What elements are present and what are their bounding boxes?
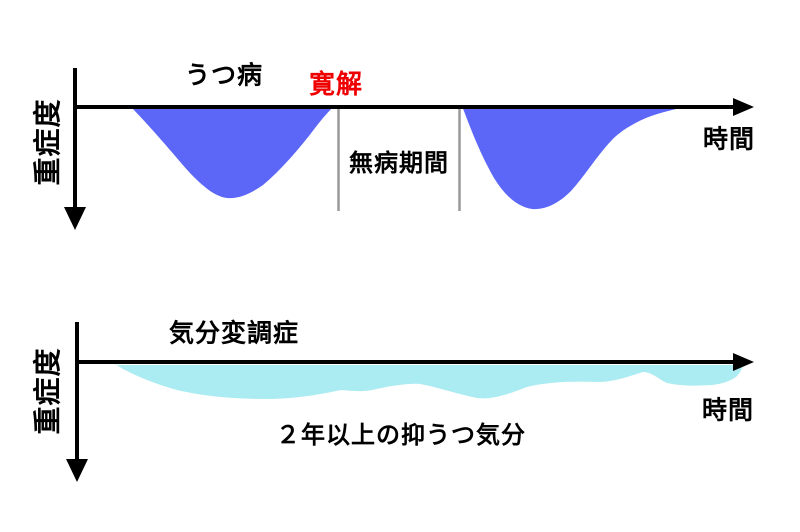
- remission-label: 寛解: [308, 69, 364, 99]
- bottom-chart-title: 気分変調症: [168, 319, 300, 348]
- disease-free-interval-label: 無病期間: [349, 150, 449, 177]
- top-chart-title: うつ病: [184, 61, 264, 90]
- bottom-x-axis-arrowhead: [733, 353, 754, 371]
- top-x-axis-arrowhead: [733, 98, 754, 116]
- top-y-axis-label: 重症度: [32, 98, 63, 186]
- bottom-y-axis-label: 重症度: [32, 347, 63, 435]
- depressive-episode-1-area: [130, 106, 334, 199]
- bottom-x-axis-label: 時間: [701, 396, 755, 425]
- chronic-mood-duration-label: ２年以上の抑うつ気分: [276, 422, 526, 449]
- top-y-axis-arrowhead: [64, 207, 86, 230]
- top-x-axis-label: 時間: [702, 125, 756, 154]
- depressive-episode-2-area: [462, 106, 691, 210]
- dysthymia-band-area: [115, 364, 743, 399]
- bottom-y-axis-arrowhead: [66, 459, 88, 482]
